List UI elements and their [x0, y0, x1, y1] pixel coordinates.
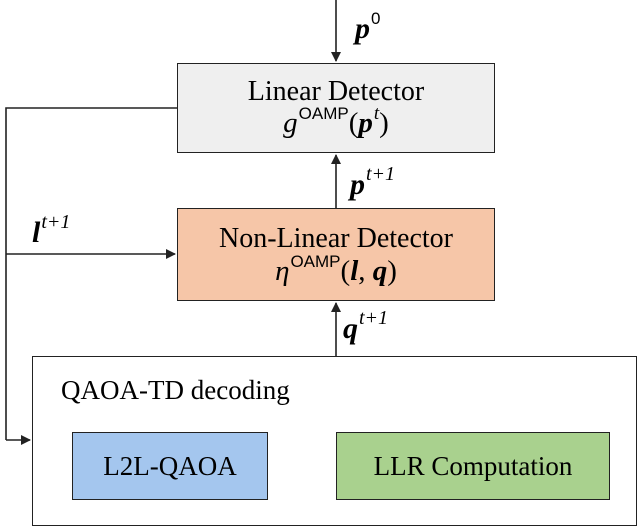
edge-label-q-next-sup: t+1 — [359, 307, 389, 329]
nonlinear-arg-q: q — [372, 255, 388, 287]
edge-label-l-next-base: l — [32, 216, 41, 249]
edge-label-p-next-base: p — [350, 168, 365, 201]
edge-label-p-next-sup: t+1 — [366, 163, 396, 185]
edge-label-p0-sup: 0 — [371, 9, 381, 28]
linear-func-superscript: OAMP — [298, 104, 349, 123]
nonlinear-func-symbol: η — [275, 255, 290, 287]
nonlinear-detector-formula: ηOAMP(l, q) — [275, 252, 397, 287]
nonlinear-detector-box: Non-Linear Detector ηOAMP(l, q) — [177, 208, 495, 301]
edge-label-q-next-base: q — [343, 312, 358, 345]
l2l-qaoa-label: L2L-QAOA — [103, 450, 237, 481]
llr-computation-label: LLR Computation — [373, 450, 573, 481]
feedback-line-linear-left — [5, 107, 177, 440]
nonlinear-func-superscript: OAMP — [290, 252, 341, 271]
linear-arg-superscript: t — [373, 103, 380, 124]
nonlinear-detector-title: Non-Linear Detector — [219, 223, 453, 254]
linear-detector-box: Linear Detector gOAMP(pt) — [177, 63, 495, 153]
linear-detector-formula: gOAMP(pt) — [283, 103, 389, 139]
edge-label-p0-base: p — [355, 12, 370, 45]
llr-computation-box: LLR Computation — [336, 432, 610, 500]
edge-label-l-next-sup: t+1 — [41, 211, 71, 233]
linear-detector-title: Linear Detector — [247, 76, 425, 107]
linear-arg-symbol: p — [358, 107, 373, 139]
l2l-qaoa-box: L2L-QAOA — [72, 432, 268, 500]
nonlinear-arg-l: l — [350, 255, 359, 287]
edge-label-q-next: qt+1 — [343, 308, 388, 345]
edge-label-p-next: pt+1 — [350, 164, 395, 201]
edge-label-l-next: lt+1 — [32, 212, 70, 249]
edge-label-p0: p0 — [355, 10, 380, 45]
qaoa-td-decoding-title: QAOA-TD decoding — [61, 375, 290, 405]
linear-func-symbol: g — [283, 107, 298, 139]
